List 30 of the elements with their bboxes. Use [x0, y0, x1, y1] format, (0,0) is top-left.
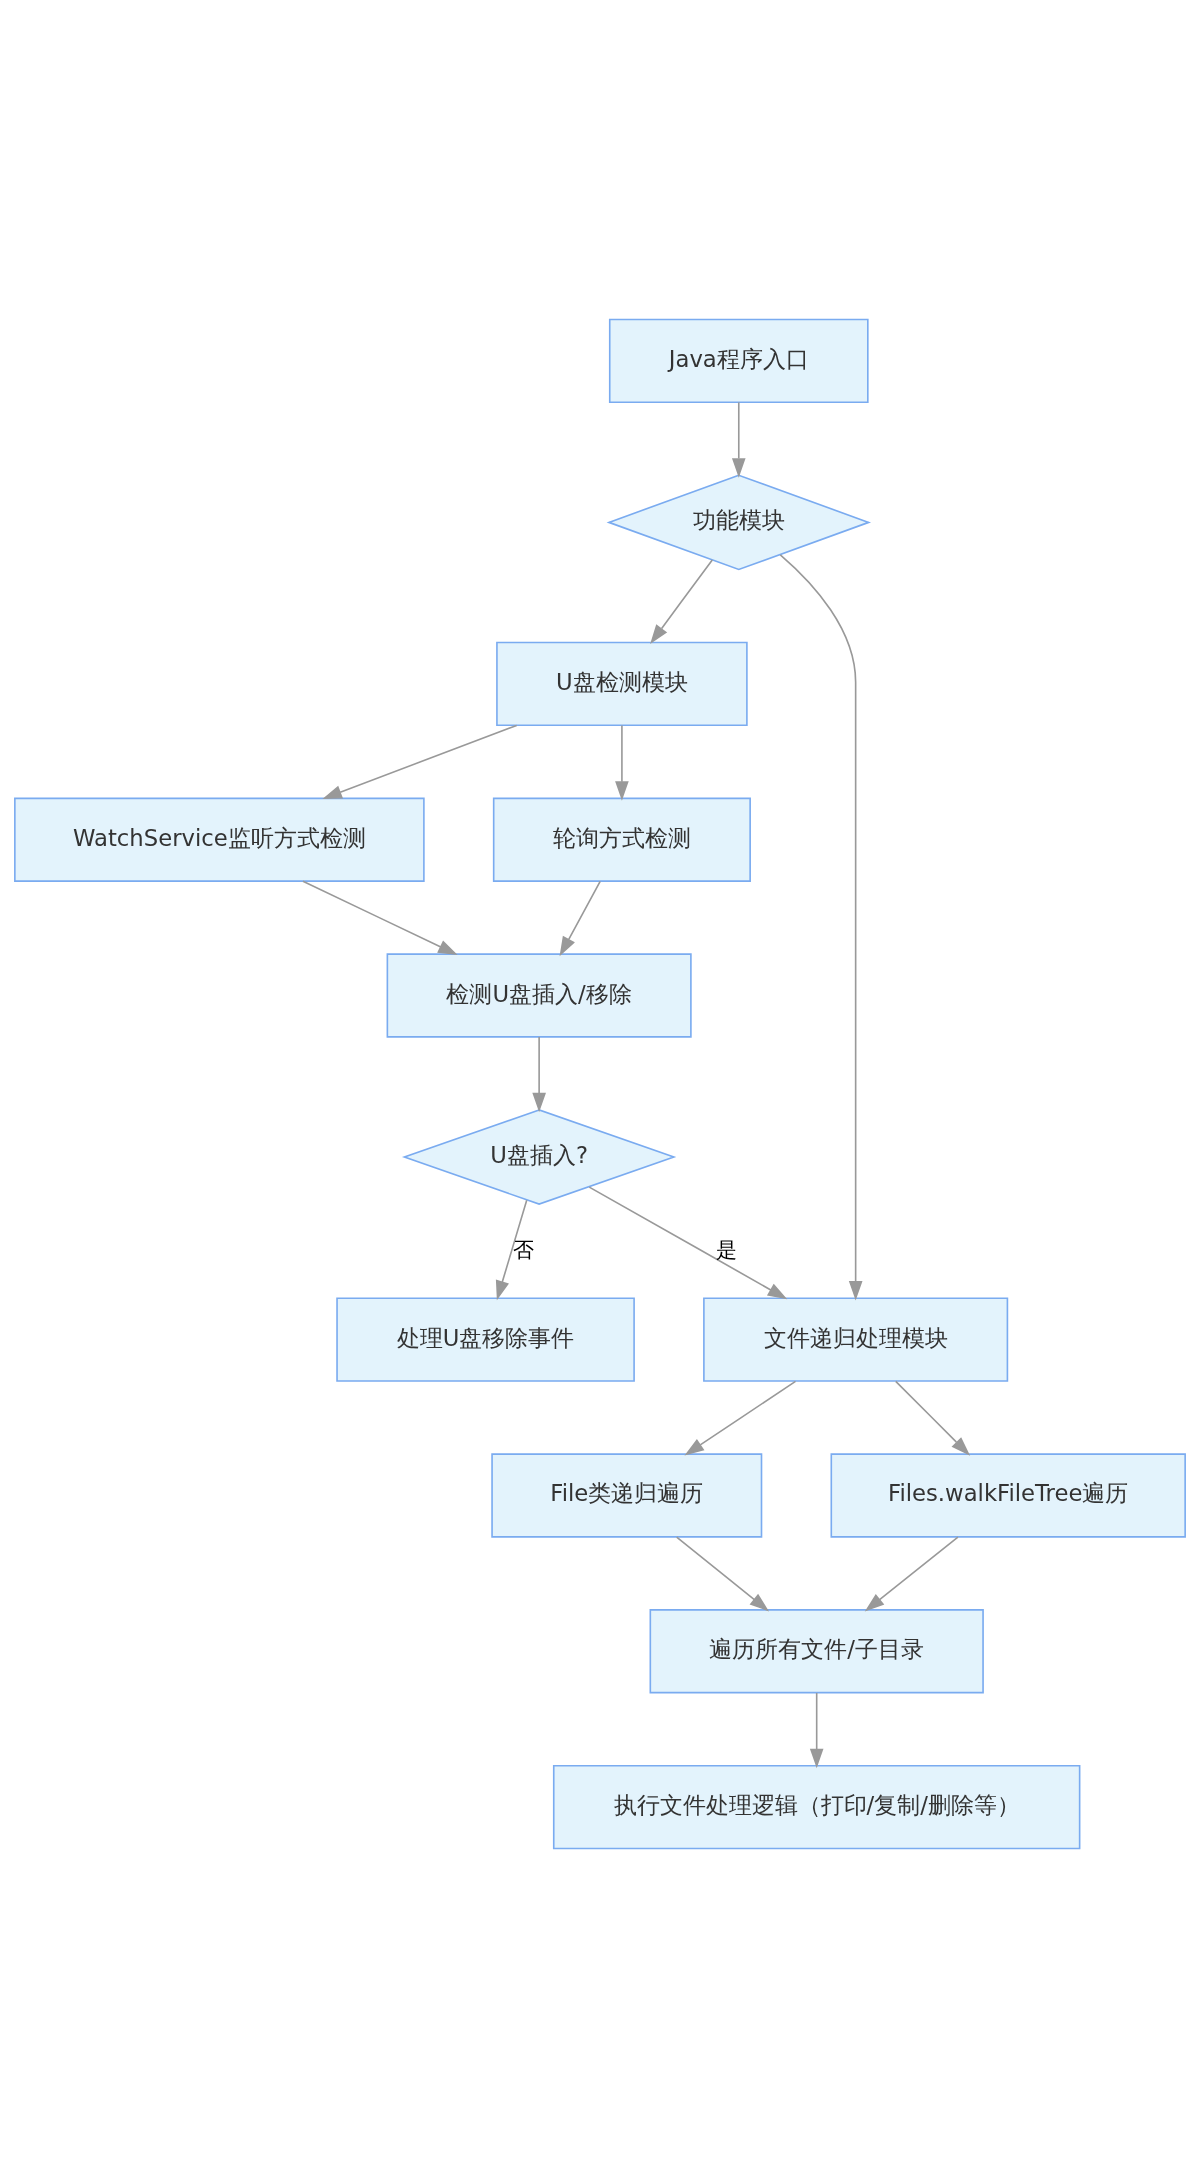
arrow — [615, 724, 629, 801]
node-box: 轮询方式检测 — [492, 797, 751, 882]
arrow — [559, 880, 601, 956]
arrow — [675, 1535, 770, 1611]
node-diamond: 功能模块 — [606, 473, 871, 570]
arrow — [809, 1691, 824, 1768]
arrow — [731, 401, 746, 478]
node-box: Java程序入口 — [608, 318, 869, 403]
arrow — [532, 1035, 546, 1112]
arrow — [684, 1380, 797, 1455]
arrow — [779, 553, 863, 1301]
node-diamond: U盘插入? — [401, 1108, 677, 1205]
node-box: U盘检测模块 — [496, 641, 748, 726]
node-box: 检测U盘插入/移除 — [386, 952, 692, 1038]
edge-label: 是 — [716, 1236, 738, 1262]
arrow — [588, 1185, 788, 1299]
node-box: WatchService监听方式检测 — [14, 797, 425, 882]
node-box: 文件递归处理模块 — [703, 1296, 1009, 1382]
node-box: 执行文件处理逻辑（打印/复制/删除等） — [552, 1764, 1081, 1849]
node-box: File类递归遍历 — [491, 1452, 763, 1538]
node-box: 处理U盘移除事件 — [336, 1296, 635, 1382]
arrow — [302, 879, 458, 955]
arrow — [495, 1198, 528, 1300]
arrow — [894, 1380, 971, 1456]
node-box: 遍历所有文件/子目录 — [649, 1608, 984, 1693]
edge-label: 否 — [513, 1236, 535, 1262]
arrow — [322, 724, 518, 799]
arrow — [650, 558, 714, 644]
node-box: Files.walkFileTree遍历 — [830, 1452, 1186, 1538]
arrow — [864, 1535, 959, 1611]
